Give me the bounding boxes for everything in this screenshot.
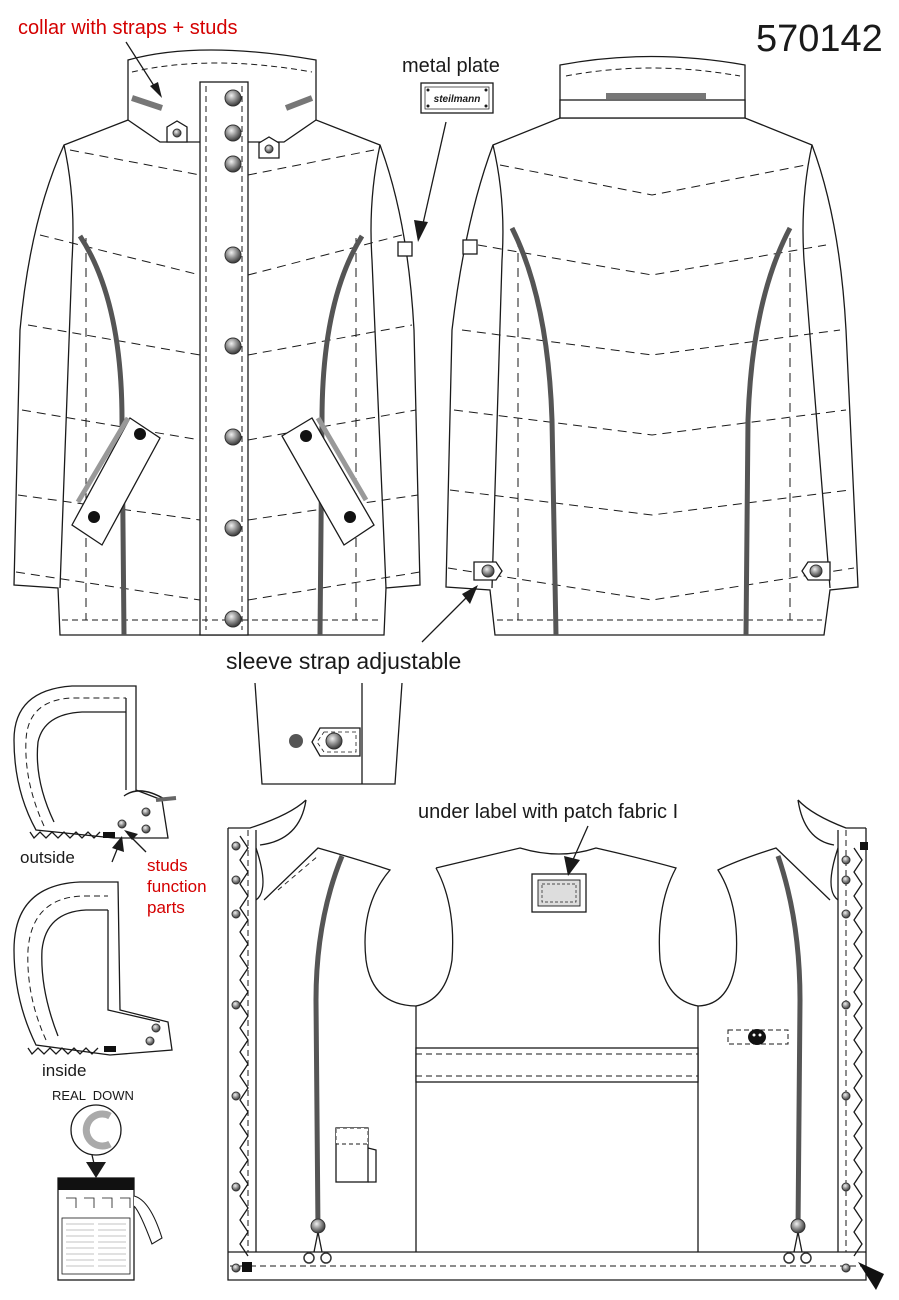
collar-inside-studs [104,1023,161,1052]
real-down-label: REAL DOWN [52,1088,134,1103]
studs-label-line1: studs [147,856,188,875]
sleeve-strap-callout: sleeve strap adjustable [226,648,462,674]
jacket-back-view [445,55,859,636]
jacket-front-view [13,49,421,636]
studs-arrows [111,830,147,863]
under-label-callout: under label with patch fabric I [418,801,679,823]
studs-label-line2: function [147,877,207,896]
studs-label-line3: parts [147,898,185,917]
outside-label: outside [20,848,75,867]
sleeve-strap-detail [254,682,403,785]
metal-plate-callout: metal plate [402,55,500,77]
collar-detail-inside [13,881,173,1056]
style-number: 570142 [756,18,883,60]
collar-detail-outside [13,685,177,840]
front-studs [88,89,356,628]
sleeve-strap-arrow [421,585,478,643]
back-studs [481,564,823,578]
under-label-arrow [564,825,589,876]
collar-arrow [125,41,162,98]
plate-brand-text: steilmann [434,94,481,105]
collar-outside-studs [103,807,151,838]
inside-label: inside [42,1061,87,1080]
collar-callout: collar with straps + studs [18,17,238,39]
metal-plate: steilmann [420,82,494,114]
lining-studs-hardware [231,841,884,1290]
lining-view [227,799,867,1281]
sleeve-strap-studs [289,732,343,750]
metal-plate-arrow [414,121,447,242]
real-down-tag [57,1104,163,1281]
